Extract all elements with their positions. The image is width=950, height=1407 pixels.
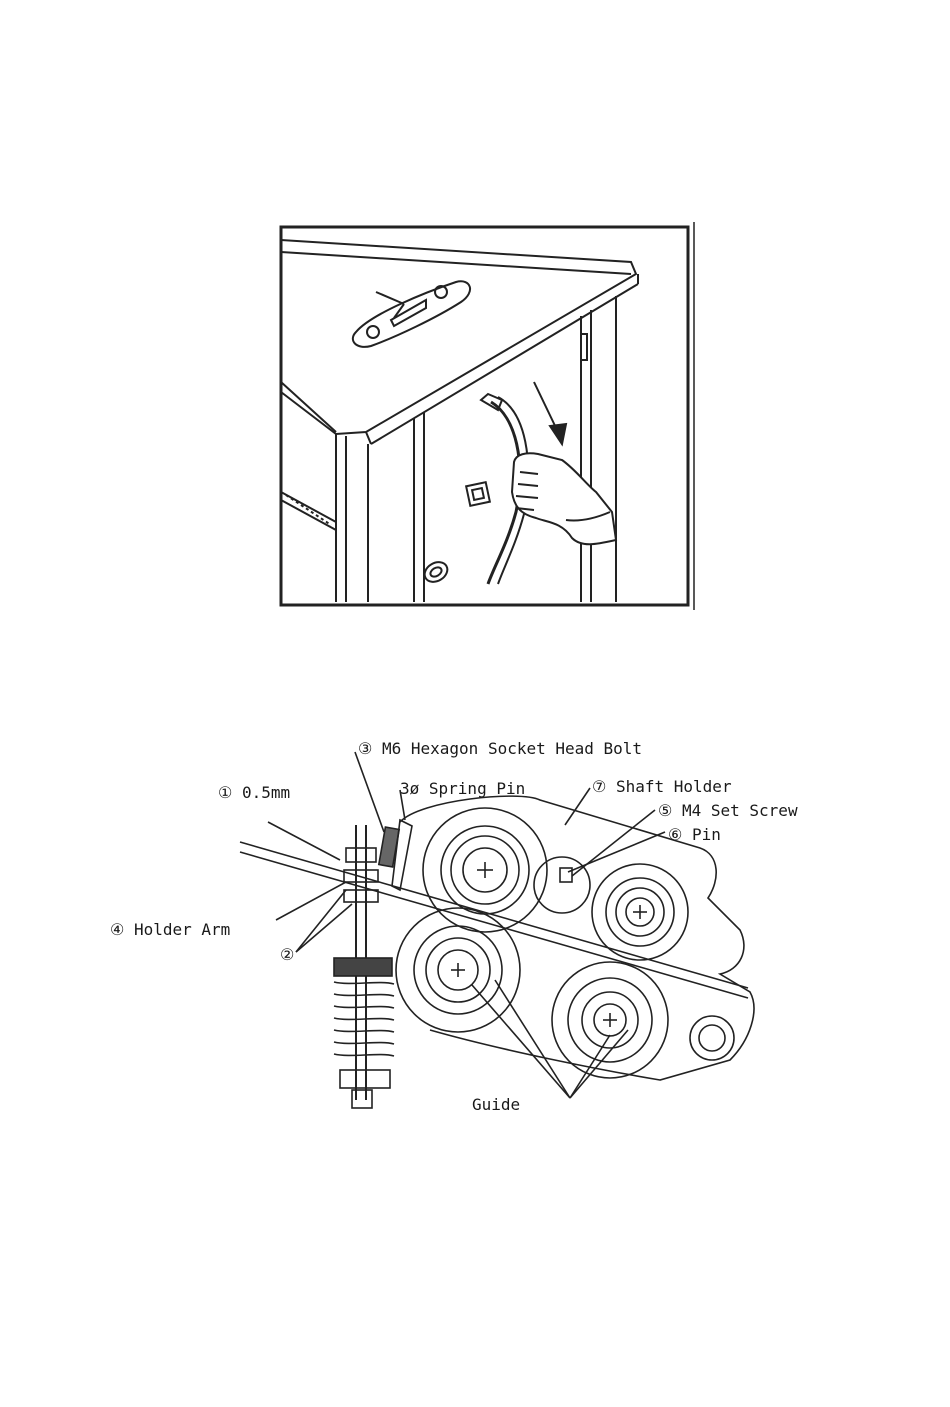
leader-05mm <box>268 822 340 860</box>
leader-shaft-holder <box>565 788 590 825</box>
strip-top <box>240 842 748 988</box>
label-item4: ④ Holder Arm <box>110 920 230 939</box>
label-item1: ① 0.5mm <box>218 783 290 802</box>
leader-holder-arm <box>276 882 346 920</box>
label-item6: ⑥ Pin <box>668 825 721 844</box>
shaft-holder-circle <box>534 857 590 913</box>
spring-collar <box>334 958 392 976</box>
end-pin <box>690 1016 734 1060</box>
cabinet-top <box>281 240 636 434</box>
mechanism-figure: ③ M6 Hexagon Socket Head Bolt ① 0.5mm 3ø… <box>100 730 860 1120</box>
cabinet-figure <box>276 222 702 610</box>
grommet <box>421 558 451 586</box>
label-item5: ⑤ M4 Set Screw <box>658 801 798 820</box>
leader-set-screw <box>572 810 655 876</box>
hand <box>512 453 616 544</box>
cabinet-drawing <box>276 222 702 610</box>
nut-upper <box>346 848 376 862</box>
switch-square <box>466 482 490 506</box>
label-item7: ⑦ Shaft Holder <box>592 777 732 796</box>
leader-bolt <box>355 752 384 832</box>
label-item3: ③ M6 Hexagon Socket Head Bolt <box>358 739 642 758</box>
figure-border <box>281 227 688 605</box>
spring-coils <box>334 982 394 1056</box>
label-spring-pin: 3ø Spring Pin <box>400 779 525 798</box>
leader-2a <box>296 890 346 952</box>
label-guide: Guide <box>472 1095 520 1114</box>
leader-pin <box>568 832 665 872</box>
label-item2: ② <box>280 945 294 964</box>
mechanism-drawing: ③ M6 Hexagon Socket Head Bolt ① 0.5mm 3ø… <box>100 730 860 1120</box>
